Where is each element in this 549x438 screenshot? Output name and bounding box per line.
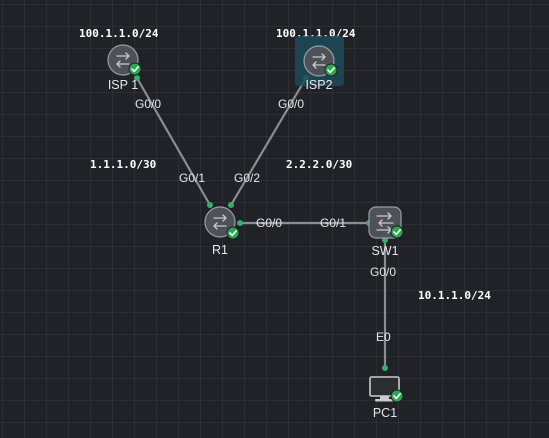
status-ok-icon xyxy=(390,225,404,239)
pc-pc1[interactable]: PC1 xyxy=(369,376,404,420)
node-label-isp2: ISP2 xyxy=(305,78,332,92)
endpoint-r1-g0-1 xyxy=(207,202,213,208)
router-isp1[interactable]: ISP 1 xyxy=(107,44,142,92)
status-ok-icon xyxy=(390,389,404,403)
port-label-r1-g0-1: G0/1 xyxy=(179,171,205,185)
port-label-isp1-g0-0: G0/0 xyxy=(135,97,161,111)
port-labels: G0/0 G0/1 G0/0 G0/2 G0/0 G0/1 G0/0 E0 xyxy=(135,97,396,344)
node-label-isp1: ISP 1 xyxy=(108,78,138,92)
port-label-sw1-g0-1: G0/1 xyxy=(320,216,346,230)
port-label-sw1-g0-0: G0/0 xyxy=(370,265,396,279)
port-label-r1-g0-2: G0/2 xyxy=(234,171,260,185)
port-label-r1-g0-0: G0/0 xyxy=(256,216,282,230)
endpoint-r1-g0-2 xyxy=(228,202,234,208)
status-ok-icon xyxy=(324,63,338,77)
network-label-isp2-r1: 2.2.2.0/30 xyxy=(286,158,352,171)
switch-sw1[interactable]: SW1 xyxy=(368,206,404,258)
router-isp2[interactable]: ISP2 xyxy=(295,36,344,92)
port-label-isp2-g0-0: G0/0 xyxy=(278,97,304,111)
pc-monitor-icon xyxy=(369,376,400,402)
endpoint-r1-g0-0 xyxy=(237,220,243,226)
port-label-pc1-e0: E0 xyxy=(376,330,391,344)
link-isp1-r1[interactable] xyxy=(135,76,212,207)
router-r1[interactable]: R1 xyxy=(204,206,240,257)
network-label-sw1-lan: 10.1.1.0/24 xyxy=(418,289,491,302)
node-label-sw1: SW1 xyxy=(371,244,398,258)
status-ok-icon xyxy=(226,226,240,240)
network-label-isp1-r1: 1.1.1.0/30 xyxy=(90,158,156,171)
links xyxy=(135,76,387,370)
endpoint-pc1-e0 xyxy=(382,365,388,371)
network-labels: 100.1.1.0/24 100.1.1.0/24 1.1.1.0/30 2.2… xyxy=(79,27,491,302)
endpoint-isp1-g0-0 xyxy=(134,75,140,81)
router-icon xyxy=(204,206,236,238)
node-label-r1: R1 xyxy=(212,243,228,257)
network-label-isp1-lan: 100.1.1.0/24 xyxy=(79,27,159,40)
node-label-pc1: PC1 xyxy=(373,406,397,420)
link-isp2-r1[interactable] xyxy=(229,76,308,207)
status-ok-icon xyxy=(128,62,142,76)
